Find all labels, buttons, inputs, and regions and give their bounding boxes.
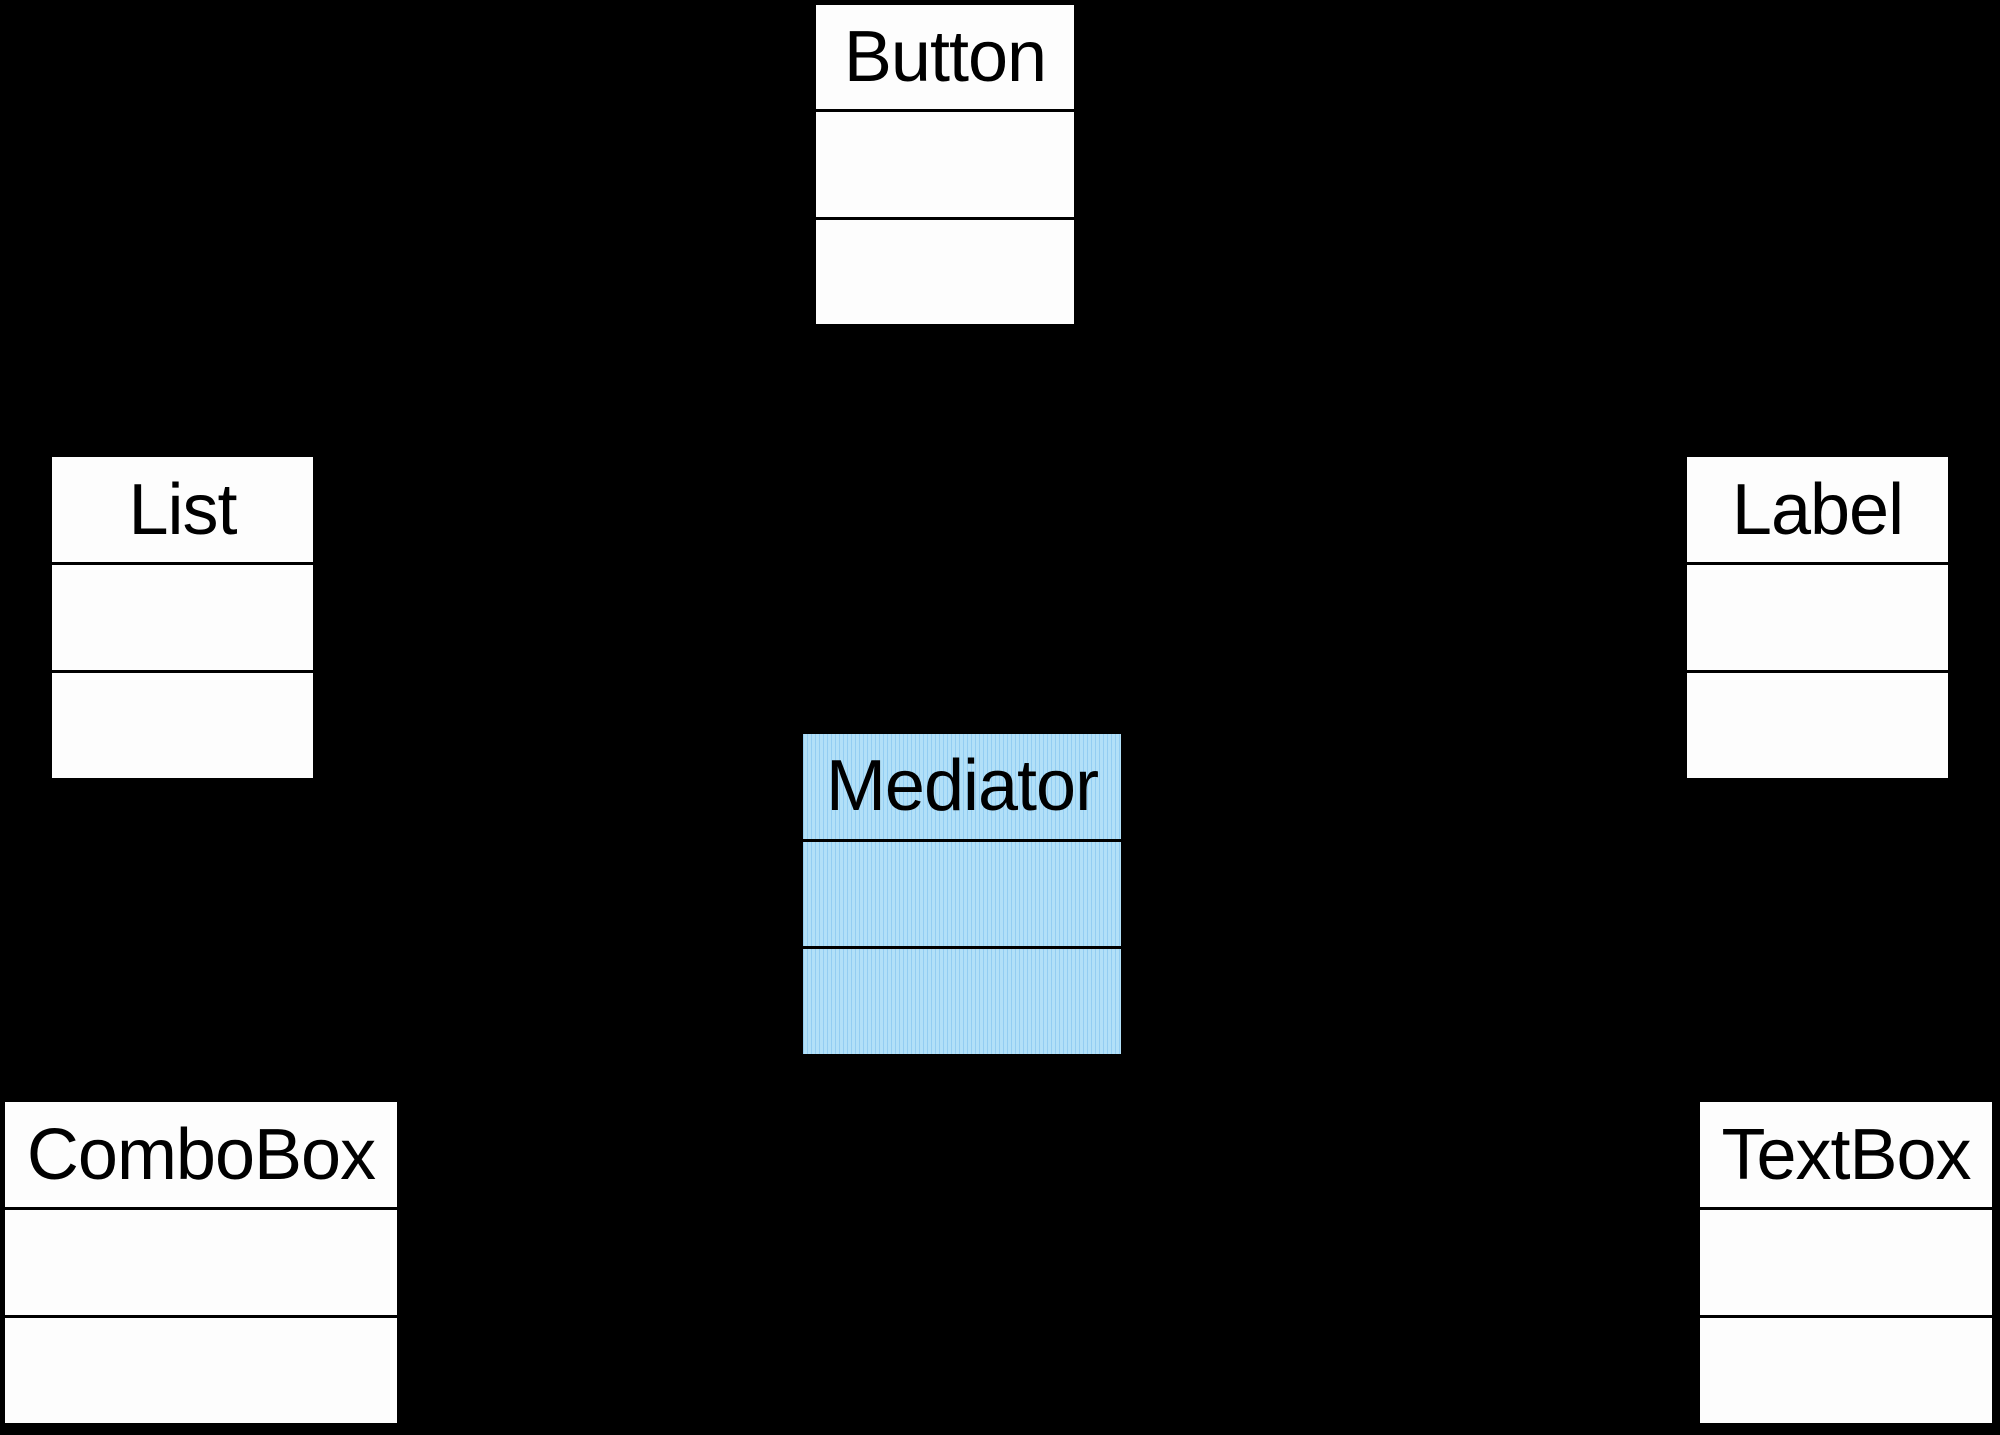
mediator-class-name: Mediator <box>803 734 1121 839</box>
list-attributes-compartment <box>52 562 313 670</box>
combobox-operations-compartment <box>5 1315 397 1423</box>
textbox-class-name: TextBox <box>1700 1102 1992 1207</box>
combobox-class-box: ComboBox <box>2 1099 400 1426</box>
label-class-name: Label <box>1687 457 1948 562</box>
button-operations-compartment <box>816 216 1074 324</box>
mediator-operations-compartment <box>803 946 1121 1055</box>
label-attributes-compartment <box>1687 562 1948 670</box>
label-class-box: Label <box>1684 454 1951 781</box>
textbox-operations-compartment <box>1700 1315 1992 1423</box>
list-class-name: List <box>52 457 313 562</box>
button-class-box: Button <box>813 2 1077 327</box>
list-operations-compartment <box>52 670 313 778</box>
mediator-class-box: Mediator <box>800 731 1124 1057</box>
button-class-name: Button <box>816 5 1074 110</box>
combobox-class-name: ComboBox <box>5 1102 397 1207</box>
button-attributes-compartment <box>816 109 1074 217</box>
combobox-attributes-compartment <box>5 1207 397 1315</box>
textbox-class-box: TextBox <box>1697 1099 1995 1426</box>
list-class-box: List <box>49 454 316 781</box>
label-operations-compartment <box>1687 670 1948 778</box>
textbox-attributes-compartment <box>1700 1207 1992 1315</box>
mediator-attributes-compartment <box>803 838 1121 947</box>
